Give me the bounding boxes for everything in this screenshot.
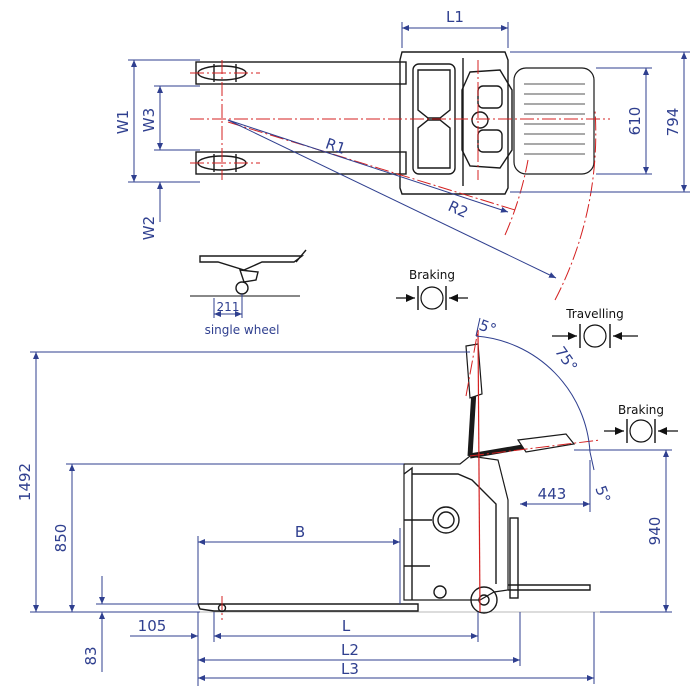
dim-105: 105 [138, 617, 167, 635]
travelling-label: Travelling [565, 307, 624, 321]
dim-W3: W3 [140, 108, 158, 132]
angle-5-bottom: 5° [591, 483, 614, 505]
braking-label-top: Braking [409, 268, 455, 282]
dim-211: 211 [217, 300, 240, 314]
dim-83: 83 [82, 646, 100, 665]
top-view: L1 W1 W3 W2 610 794 R1 R2 [114, 8, 690, 301]
fork-top [195, 61, 407, 85]
braking-label-side: Braking [618, 403, 664, 417]
drive-wheel [470, 586, 498, 614]
top-chassis [399, 51, 509, 195]
dim-940: 940 [646, 517, 664, 546]
dim-443: 443 [538, 485, 567, 503]
dim-1492: 1492 [16, 463, 34, 501]
dim-R2: R2 [445, 197, 471, 222]
angle-75: 75° [551, 343, 581, 375]
dim-850: 850 [52, 524, 70, 553]
dim-610: 610 [626, 107, 644, 136]
dim-L2: L2 [341, 641, 359, 659]
dim-L3: L3 [341, 660, 359, 678]
braking-symbol-side: Braking [604, 403, 678, 443]
dim-W2: W2 [140, 216, 158, 240]
dim-B: B [295, 523, 305, 541]
braking-symbol-top: Braking [396, 268, 468, 310]
single-wheel-detail: 211 single wheel [190, 249, 307, 337]
travelling-symbol: Travelling [552, 307, 638, 348]
dim-W1: W1 [114, 110, 132, 134]
dim-L1: L1 [446, 8, 464, 26]
dim-794: 794 [664, 108, 682, 137]
single-wheel-caption: single wheel [205, 323, 280, 337]
dim-L: L [342, 617, 351, 635]
side-view: 5° 75° 5° 1492 850 940 443 B 83 [16, 316, 672, 686]
angle-5-top: 5° [477, 316, 499, 339]
top-platform [513, 67, 595, 175]
side-fork [196, 603, 419, 612]
dim-R1: R1 [323, 135, 348, 159]
